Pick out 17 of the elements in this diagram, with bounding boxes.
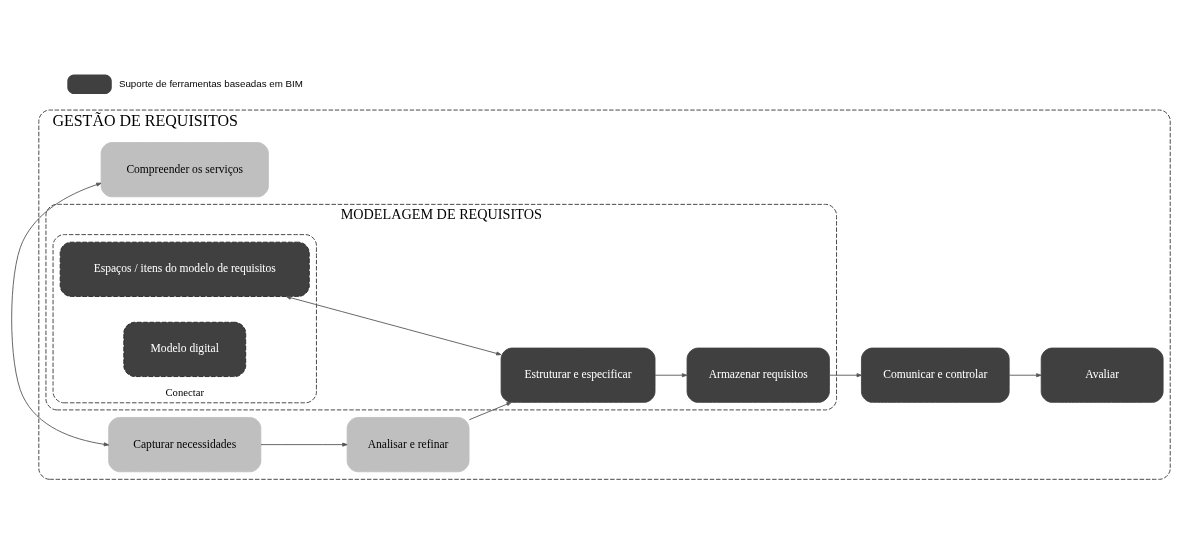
node-box: Analisar e refinar	[346, 416, 470, 472]
arrow	[260, 442, 348, 447]
legend-label: Suporte de ferramentas baseadas em BIM	[118, 77, 303, 89]
node-box: Armazenar requisitos	[686, 347, 830, 403]
node-box: Capturar necessidades	[108, 416, 262, 472]
node-box: Avaliar	[1040, 347, 1164, 403]
node-box: Espaços / itens do modelo de requisitos	[59, 241, 310, 297]
arrow	[468, 401, 512, 420]
arrow	[1008, 372, 1042, 377]
node-box: Modelo digital	[123, 321, 247, 377]
node-box: Compreender os serviços	[100, 141, 269, 197]
node-box: Estruturar e especificar	[500, 347, 656, 403]
node-box: Comunicar e controlar	[861, 347, 1010, 403]
arrow	[829, 372, 862, 377]
arrow	[285, 295, 502, 355]
arrow	[654, 372, 688, 377]
arrow	[11, 182, 110, 446]
